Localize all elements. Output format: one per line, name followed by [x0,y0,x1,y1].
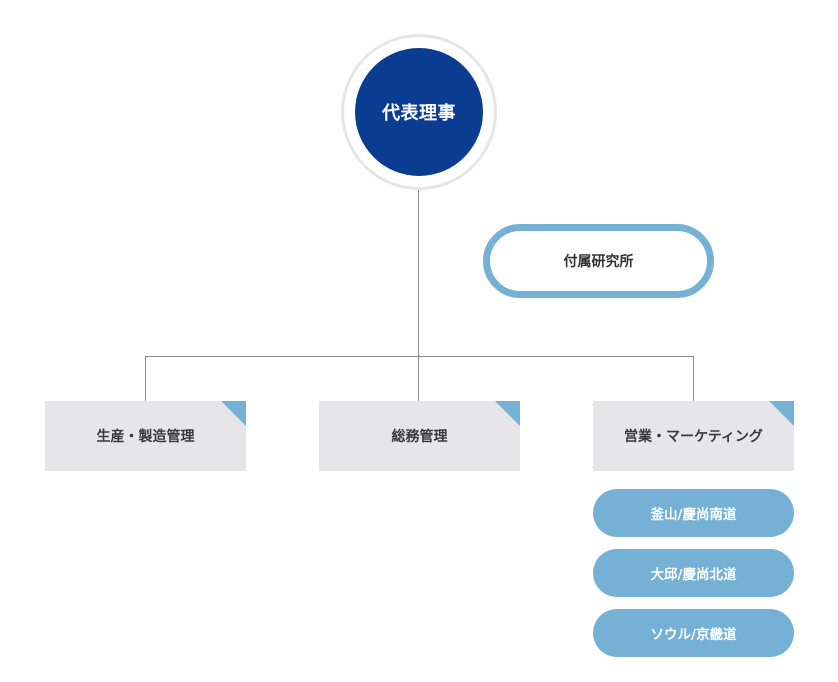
dept-production-node: 生産・製造管理 [45,401,246,471]
region-label: 釜山/慶尚南道 [650,507,737,523]
region-daegu-node: 大邱/慶尚北道 [593,549,794,597]
ceo-label: 代表理事 [382,103,456,124]
connector-dept-production [145,356,146,401]
corner-accent-icon [495,401,520,426]
dept-sales-marketing-node: 営業・マーケティング [593,401,794,471]
research-lab-label: 付属研究所 [563,254,634,270]
research-lab-node: 付属研究所 [483,224,714,298]
region-seoul-node: ソウル/京畿道 [593,609,794,657]
dept-label: 総務管理 [391,429,448,445]
connector-horizontal [145,356,694,357]
corner-accent-icon [769,401,794,426]
dept-general-affairs-node: 総務管理 [319,401,520,471]
region-label: ソウル/京畿道 [650,627,737,643]
corner-accent-icon [221,401,246,426]
ceo-node: 代表理事 [355,48,483,176]
region-busan-node: 釜山/慶尚南道 [593,489,794,537]
region-label: 大邱/慶尚北道 [650,567,737,583]
connector-dept-general-affairs [418,356,419,401]
dept-label: 営業・マーケティング [624,429,763,445]
connector-dept-sales [693,356,694,401]
dept-label: 生産・製造管理 [96,429,195,445]
connector-ceo-down [418,190,419,357]
